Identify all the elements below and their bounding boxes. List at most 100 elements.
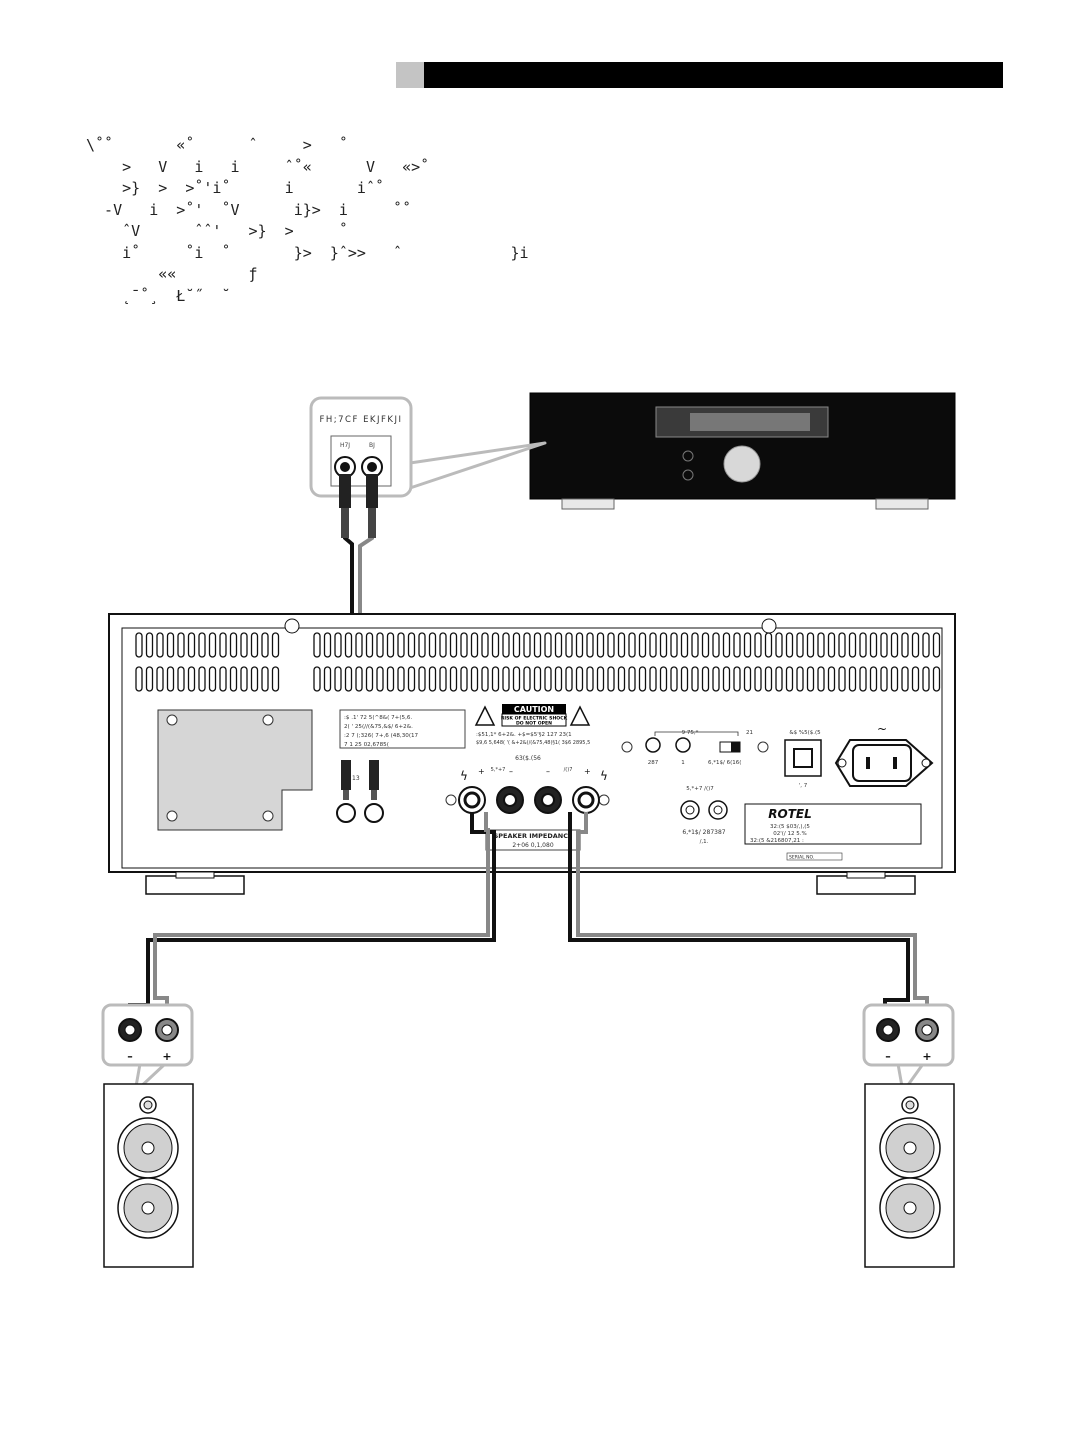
vent-slot (397, 666, 405, 692)
vent-slot (481, 632, 489, 658)
speaker-right: – + (862, 1003, 955, 1268)
power-pin-icon (893, 757, 897, 769)
vent-slot (512, 632, 521, 658)
switch-off-label: 6,*1$/ 6(16( (708, 760, 741, 766)
signal-output-jack-icon (713, 805, 723, 815)
power-pin-icon (866, 757, 870, 769)
vent-slot (827, 666, 836, 692)
speaker-plus-label: + (162, 1050, 171, 1063)
vent-slot (670, 632, 678, 658)
vent-slot (743, 666, 752, 692)
vent-slot (638, 632, 647, 658)
vent-slot (754, 632, 762, 658)
vent-slot (701, 666, 710, 692)
speaker-terminal-icon (921, 1024, 933, 1036)
vent-slot (586, 666, 594, 692)
input-box-line: 7 1 25 02,6785( (344, 742, 389, 748)
vent-slot (733, 632, 741, 658)
speakers-label: 63($.(56 (515, 755, 541, 762)
screw-icon (445, 794, 457, 806)
vent-slot (449, 632, 458, 658)
rca-jack-icon (340, 462, 350, 472)
speakers-left-label: /()7 (564, 767, 573, 773)
rca-plug-icon (341, 760, 351, 790)
signal-output-jack-icon (685, 805, 695, 815)
vent-slot (901, 632, 909, 658)
vent-slot (848, 666, 857, 692)
callout-jack-right-label: B­J (369, 442, 375, 449)
lightning-icon: ϟ (460, 769, 468, 783)
screw-icon (166, 810, 178, 822)
rating-plate (744, 803, 922, 845)
vent-slot (355, 632, 363, 658)
intro-line: -V i >˚' ˚V i}> i ˚˚ (86, 200, 412, 219)
input-box-line: 2( '­ 25(//(&75,&$/ 6+2&. (344, 724, 413, 730)
source-foot (875, 498, 929, 510)
intro-line: ˆV ˆˆ' >} > ˚ (86, 222, 348, 240)
trigger-bracket (654, 731, 739, 736)
vent-slot (701, 632, 710, 658)
vent-slot (691, 666, 699, 692)
caution-line: RISK OF ELECTRIC SHOCK (501, 716, 568, 722)
vent-slot (512, 666, 521, 692)
vent-slot (617, 666, 626, 692)
vent-slot (544, 666, 552, 692)
vent-slot (334, 632, 342, 658)
lightning-icon: ϟ (600, 769, 608, 783)
amplifier-foot (816, 875, 916, 895)
vent-slot (680, 666, 689, 692)
section-header-bar (396, 62, 1003, 88)
speakers-right-label: 5,*+7 (491, 767, 506, 773)
speaker-minus-label: – (127, 1050, 133, 1063)
vent-slot (691, 632, 699, 658)
link-sub-label: /,1. (700, 839, 709, 845)
link-label: ', 7 (799, 783, 808, 789)
rca-plug-icon (343, 790, 349, 800)
callout-title: FH;7CF EKJFKJI (319, 415, 402, 425)
vent-slot (187, 632, 196, 658)
intro-line: >} > >˚'i˚ i iˆ˚ (86, 179, 385, 197)
vent-slot (638, 666, 647, 692)
vent-slot (838, 632, 846, 658)
vent-slot (806, 666, 815, 692)
vent-slot (208, 632, 217, 658)
intro-line: ˛ˉ˚¸ Ł˘˝ ˘ (86, 286, 231, 305)
vent-slot (827, 632, 836, 658)
vent-slot (869, 666, 878, 692)
vent-slot (586, 632, 594, 658)
caution-subbox (501, 713, 567, 727)
trigger-in-label: 1 (681, 760, 685, 766)
vent-slot (743, 632, 752, 658)
polarity-minus: – (546, 767, 550, 776)
vent-slot (775, 666, 783, 692)
vent-slot (334, 666, 342, 692)
source-foot (561, 498, 615, 510)
impedance-value: 2+06 0,1,080 (512, 842, 553, 849)
source-component (529, 392, 956, 510)
trigger-jack-icon (675, 737, 691, 753)
vent-slot (313, 666, 321, 692)
vent-slot (565, 632, 573, 658)
vent-slot (607, 632, 615, 658)
vent-slot (365, 666, 374, 692)
vent-slot (491, 666, 500, 692)
vent-slot (764, 632, 773, 658)
input-box-line: :$ .1' 72 5(^8&( 7+(5,6. (344, 715, 412, 721)
ir-label: &$ %­5($.(5 (789, 730, 821, 736)
vent-slot (313, 632, 321, 658)
woofer-icon (141, 1201, 155, 1215)
vent-slot (785, 666, 794, 692)
speaker-cable-left-positive (153, 812, 490, 1030)
caution-line: DO NOT OPEN (516, 721, 552, 727)
screw-icon (284, 618, 300, 634)
vent-slot (533, 666, 542, 692)
screw-icon (598, 794, 610, 806)
vent-slot (323, 632, 332, 658)
vent-slot (554, 666, 563, 692)
rotel-logo: ROTEL (768, 807, 811, 821)
vent-slot (617, 632, 626, 658)
vent-slot (680, 632, 689, 658)
polarity-plus: + (584, 767, 591, 776)
vent-slot (156, 632, 164, 658)
vent-slot (145, 666, 154, 692)
